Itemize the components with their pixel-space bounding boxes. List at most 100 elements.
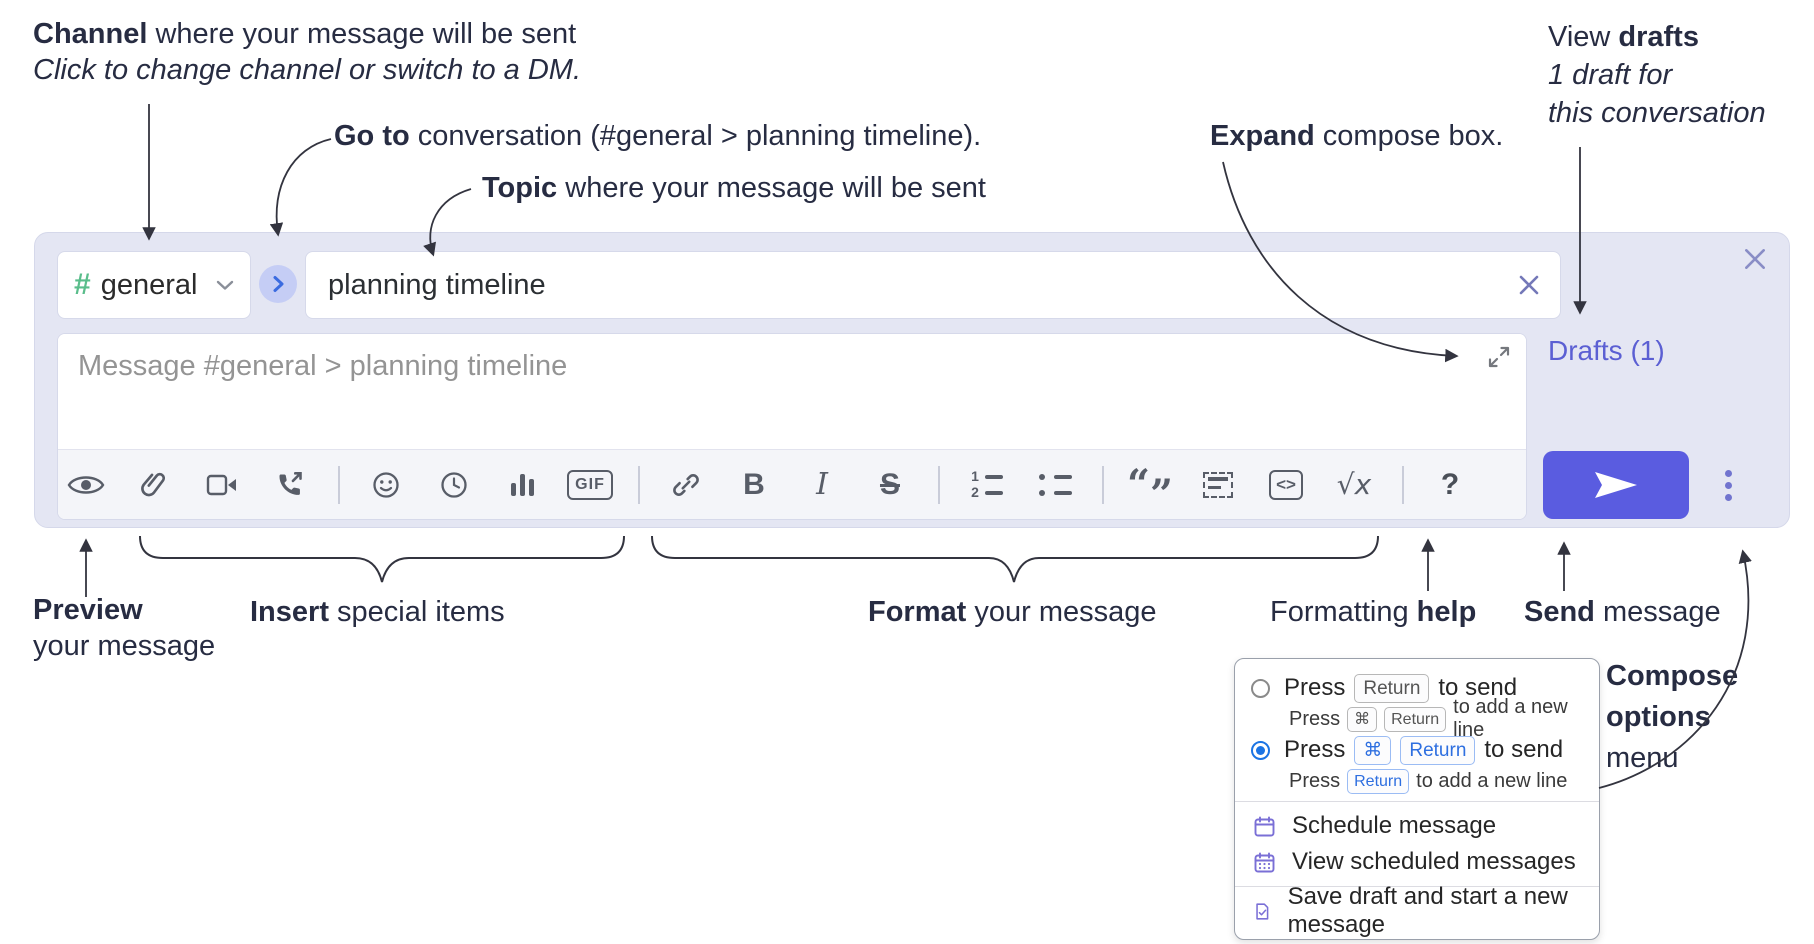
annotation-topic: Topic where your message will be sent xyxy=(482,170,986,206)
toolbar-divider xyxy=(1102,465,1104,504)
radio-selected[interactable] xyxy=(1251,740,1270,760)
compose-options-menu-button[interactable] xyxy=(1710,463,1746,507)
bulleted-list-button[interactable] xyxy=(1034,461,1074,509)
draft-document-icon xyxy=(1256,902,1269,920)
menu-option-enter-to-send[interactable]: Press Return to send xyxy=(1235,671,1599,705)
kbd-return: Return xyxy=(1400,735,1476,765)
attach-file-button[interactable] xyxy=(134,461,174,509)
menu-option-enter-sub: Press ⌘ Return to add a new line xyxy=(1289,696,1568,741)
bulleted-list-icon xyxy=(1037,467,1072,502)
formatting-help-button[interactable]: ? xyxy=(1430,461,1470,509)
goto-arrow xyxy=(269,138,332,237)
label-format: Format your message xyxy=(868,596,1157,628)
compose-box: # general xyxy=(34,232,1790,528)
menu-option-cmd-enter-sub: Press Return to add a new line xyxy=(1289,768,1568,794)
voice-call-button[interactable] xyxy=(270,461,310,509)
compose-send-options-menu: Press Return to send Press ⌘ Return to a… xyxy=(1234,658,1600,940)
annotation-channel-rest: where your message will be sent xyxy=(147,18,577,50)
label-preview: Preview your message xyxy=(33,594,216,662)
annotation-topic-rest: where your message will be sent xyxy=(557,172,986,204)
clear-topic-button[interactable] xyxy=(1512,268,1546,302)
close-compose-button[interactable] xyxy=(1738,242,1772,276)
radio-unselected[interactable] xyxy=(1251,678,1270,698)
math-icon: √x xyxy=(1336,468,1372,501)
kbd-return: Return xyxy=(1354,673,1430,703)
expand-icon xyxy=(1488,346,1510,368)
calendar-grid-icon xyxy=(1254,852,1275,872)
italic-icon: I xyxy=(816,467,828,502)
kbd-return: Return xyxy=(1384,706,1447,732)
annotation-channel-line2: Click to change channel or switch to a D… xyxy=(33,54,582,86)
smiley-icon xyxy=(373,471,399,498)
eye-icon xyxy=(67,475,105,494)
toolbar-divider xyxy=(1402,465,1404,504)
channel-name: general xyxy=(100,268,198,301)
clock-icon xyxy=(441,471,467,498)
menu-item-save-draft-new-message[interactable]: Save draft and start a new message xyxy=(1235,883,1599,938)
annotation-expand: Expand compose box. xyxy=(1210,118,1503,154)
send-plane-icon xyxy=(1595,472,1637,498)
gif-button[interactable]: GIF xyxy=(567,461,613,509)
link-icon xyxy=(673,473,699,496)
annotation-drafts-line3: this conversation xyxy=(1548,97,1766,129)
topic-input[interactable] xyxy=(326,267,1512,303)
code-icon: <> xyxy=(1269,469,1303,500)
link-button[interactable] xyxy=(666,461,706,509)
paperclip-icon xyxy=(141,472,166,496)
numbered-list-icon: 1 2 xyxy=(970,467,1003,502)
format-brace xyxy=(651,535,1379,583)
toolbar-divider xyxy=(338,465,340,504)
math-button[interactable]: √x xyxy=(1334,461,1374,509)
annotation-drafts-bold: drafts xyxy=(1618,21,1699,53)
label-formatting-help: Formatting help xyxy=(1270,596,1477,628)
quote-icon: “ ” xyxy=(1126,460,1174,518)
poll-button[interactable] xyxy=(502,461,542,509)
strikethrough-button[interactable]: S xyxy=(870,461,910,509)
quote-button[interactable]: “ ” xyxy=(1126,460,1174,518)
video-camera-icon xyxy=(206,474,236,495)
go-to-conversation-button[interactable] xyxy=(259,265,297,303)
video-call-button[interactable] xyxy=(202,461,242,509)
close-icon xyxy=(1519,275,1539,295)
message-compose-area: GIF B I xyxy=(57,333,1527,520)
menu-option-cmd-enter-to-send[interactable]: Press ⌘ Return to send xyxy=(1235,733,1599,767)
annotation-channel: Channel where your message will be sent … xyxy=(33,16,581,88)
annotation-topic-bold: Topic xyxy=(482,172,558,204)
channel-hash-icon: # xyxy=(74,268,91,301)
preview-button[interactable] xyxy=(66,461,106,509)
menu-item-schedule-message[interactable]: Schedule message xyxy=(1235,808,1599,844)
compose-toolbar: GIF B I xyxy=(58,449,1526,519)
expand-compose-button[interactable] xyxy=(1486,344,1512,370)
menu-item-view-scheduled-messages[interactable]: View scheduled messages xyxy=(1235,844,1599,880)
kbd-return: Return xyxy=(1347,768,1410,794)
vertical-dots-icon xyxy=(1724,469,1732,477)
kbd-cmd: ⌘ xyxy=(1354,735,1392,765)
emoji-button[interactable] xyxy=(366,461,406,509)
channel-selector[interactable]: # general xyxy=(57,251,251,319)
message-input[interactable] xyxy=(58,334,1526,446)
annotation-expand-rest: compose box. xyxy=(1314,120,1504,152)
spoiler-button[interactable] xyxy=(1198,461,1238,509)
global-time-button[interactable] xyxy=(434,461,474,509)
annotation-expand-bold: Expand xyxy=(1210,120,1315,152)
chevron-down-icon xyxy=(216,280,234,290)
question-mark-icon: ? xyxy=(1440,467,1460,501)
bold-icon: B xyxy=(743,467,765,501)
label-send: Send message xyxy=(1524,596,1721,628)
chevron-right-icon xyxy=(273,276,283,292)
italic-button[interactable]: I xyxy=(802,461,842,509)
drafts-link[interactable]: Drafts (1) xyxy=(1548,335,1665,366)
calendar-icon xyxy=(1254,816,1275,836)
label-compose-options: Compose options menu xyxy=(1606,660,1739,774)
send-button[interactable] xyxy=(1543,451,1689,519)
strikethrough-icon: S xyxy=(879,467,900,501)
numbered-list-button[interactable]: 1 2 xyxy=(966,461,1006,509)
annotation-goto-rest: conversation (#general > planning timeli… xyxy=(409,120,982,152)
annotation-drafts-line2: 1 draft for xyxy=(1548,59,1673,91)
annotation-goto-bold: Go to xyxy=(334,120,410,152)
annotation-channel-bold: Channel xyxy=(33,18,148,50)
bold-button[interactable]: B xyxy=(734,461,774,509)
code-button[interactable]: <> xyxy=(1266,461,1306,509)
insert-brace xyxy=(139,535,625,583)
